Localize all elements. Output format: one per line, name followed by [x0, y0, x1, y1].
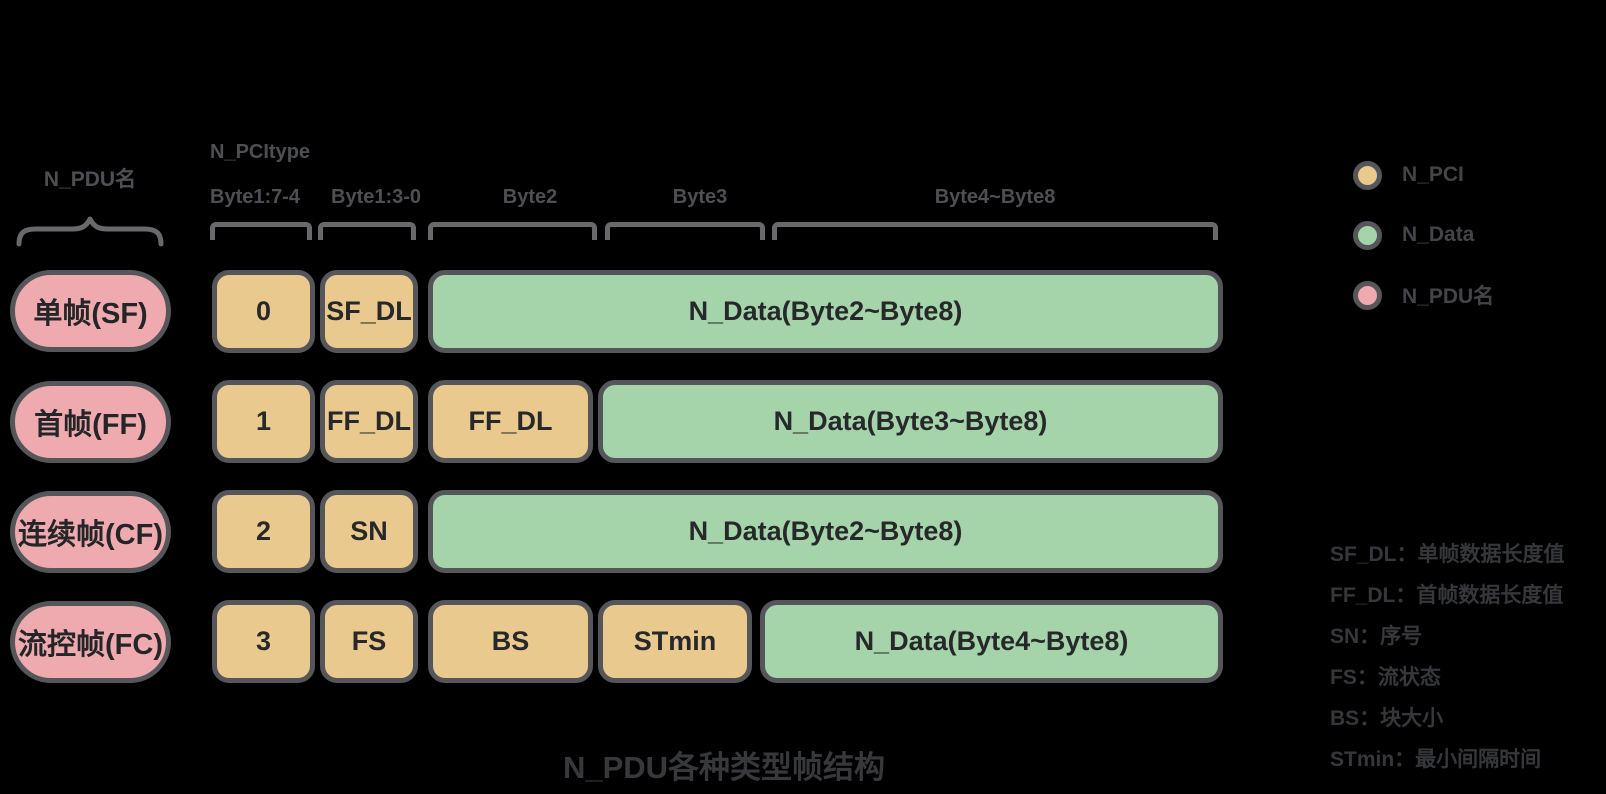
box-sf-pcitype: 0	[212, 270, 315, 353]
legend-label-n-pdu: N_PDU名	[1402, 285, 1495, 308]
box-cf-pcitype: 2	[212, 490, 315, 573]
box-ff-dl-low: FF_DL	[428, 380, 593, 463]
note-ff-dl: FF_DL：首帧数据长度值	[1330, 584, 1564, 607]
legend-swatch-n-data-icon	[1353, 220, 1382, 250]
box-ff-dl-high: FF_DL	[320, 380, 418, 463]
note-stmin: STmin：最小间隔时间	[1330, 748, 1542, 771]
note-sf-dl: SF_DL：单帧数据长度值	[1330, 543, 1565, 566]
column-header-byte2: Byte2	[502, 186, 558, 208]
legend-item-n-data: N_Data	[1353, 220, 1474, 250]
note-bs: BS：块大小	[1330, 707, 1444, 730]
frame-name-pill-sf: 单帧(SF)	[10, 270, 171, 352]
column-header-npcitype: N_PCItype	[210, 141, 311, 163]
box-fc-pcitype: 3	[212, 600, 315, 683]
box-cf-sn: SN	[320, 490, 418, 573]
legend-item-n-pdu: N_PDU名	[1353, 280, 1494, 310]
note-sn: SN：序号	[1330, 625, 1423, 648]
box-fc-bs: BS	[428, 600, 593, 683]
frame-name-pill-ff: 首帧(FF)	[10, 381, 171, 463]
legend-swatch-n-pci-icon	[1353, 160, 1382, 190]
note-fs: FS：流状态	[1330, 666, 1441, 689]
byte-range-bracket	[428, 222, 597, 240]
legend-label-n-data: N_Data	[1402, 223, 1475, 246]
box-ff-pcitype: 1	[212, 380, 315, 463]
box-cf-ndata: N_Data(Byte2~Byte8)	[428, 490, 1223, 573]
frame-name-pill-cf: 连续帧(CF)	[10, 491, 171, 573]
byte-range-bracket	[605, 222, 765, 240]
byte-range-bracket	[772, 222, 1218, 240]
box-sf-ndata: N_Data(Byte2~Byte8)	[428, 270, 1223, 353]
column-header-byte1-high: Byte1:7-4	[210, 186, 301, 208]
diagram-title: N_PDU各种类型帧结构	[562, 750, 886, 785]
column-header-byte1-low: Byte1:3-0	[331, 186, 422, 208]
box-fc-stmin: STmin	[598, 600, 752, 683]
legend-swatch-n-pdu-icon	[1353, 280, 1382, 310]
frame-name-pill-fc: 流控帧(FC)	[10, 601, 171, 683]
abbreviation-notes: SF_DL：单帧数据长度值 FF_DL：首帧数据长度值 SN：序号 FS：流状态…	[1330, 543, 1565, 789]
byte-range-bracket	[318, 222, 416, 240]
byte-range-bracket	[210, 222, 312, 240]
box-ff-ndata: N_Data(Byte3~Byte8)	[598, 380, 1223, 463]
legend-label-n-pci: N_PCI	[1402, 163, 1464, 186]
legend-item-n-pci: N_PCI	[1353, 160, 1464, 190]
box-fc-fs: FS	[320, 600, 418, 683]
box-sf-dl: SF_DL	[320, 270, 418, 353]
column-header-npdu-name: N_PDU名	[43, 168, 137, 191]
column-header-byte4-byte8: Byte4~Byte8	[934, 186, 1056, 208]
column-header-byte3: Byte3	[672, 186, 728, 208]
box-fc-ndata: N_Data(Byte4~Byte8)	[760, 600, 1223, 683]
curly-brace-icon	[16, 216, 164, 247]
